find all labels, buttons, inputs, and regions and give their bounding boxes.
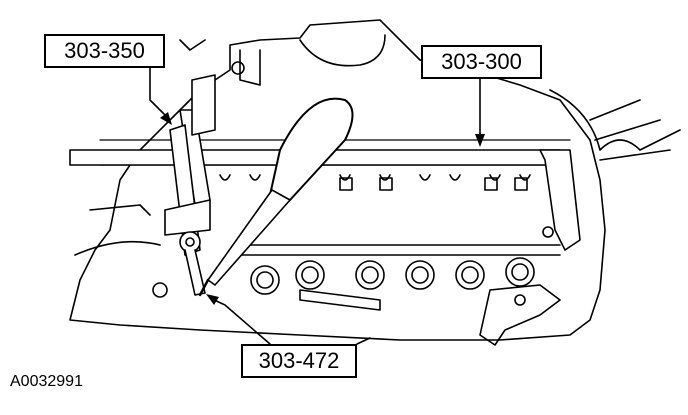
tool-303-350-holder bbox=[164, 74, 216, 296]
figure-id: A0032991 bbox=[10, 373, 83, 390]
lower-right-bracket bbox=[479, 284, 561, 346]
left-edge bbox=[89, 204, 151, 216]
lower-bar bbox=[299, 289, 381, 311]
upper-bend bbox=[179, 39, 206, 51]
upper-housing bbox=[299, 34, 386, 67]
right-hose bbox=[549, 89, 681, 151]
callout-303-472: 303-472 bbox=[241, 344, 357, 378]
leader-arrowheads bbox=[160, 112, 485, 305]
callout-303-300: 303-300 bbox=[421, 45, 542, 79]
lower-left-bolt bbox=[152, 282, 168, 298]
tool-303-300-bar bbox=[69, 149, 581, 251]
left-cable bbox=[74, 240, 161, 256]
tool-303-472-screwdriver bbox=[198, 97, 354, 297]
valve-springs bbox=[234, 244, 561, 295]
cam-lobes bbox=[219, 174, 531, 191]
leader-lines bbox=[149, 67, 481, 345]
upper-bolt bbox=[231, 61, 245, 75]
right-lines bbox=[589, 99, 671, 161]
upper-bracket bbox=[239, 49, 261, 86]
bracket-hole bbox=[514, 294, 526, 306]
callout-303-350: 303-350 bbox=[44, 34, 165, 68]
